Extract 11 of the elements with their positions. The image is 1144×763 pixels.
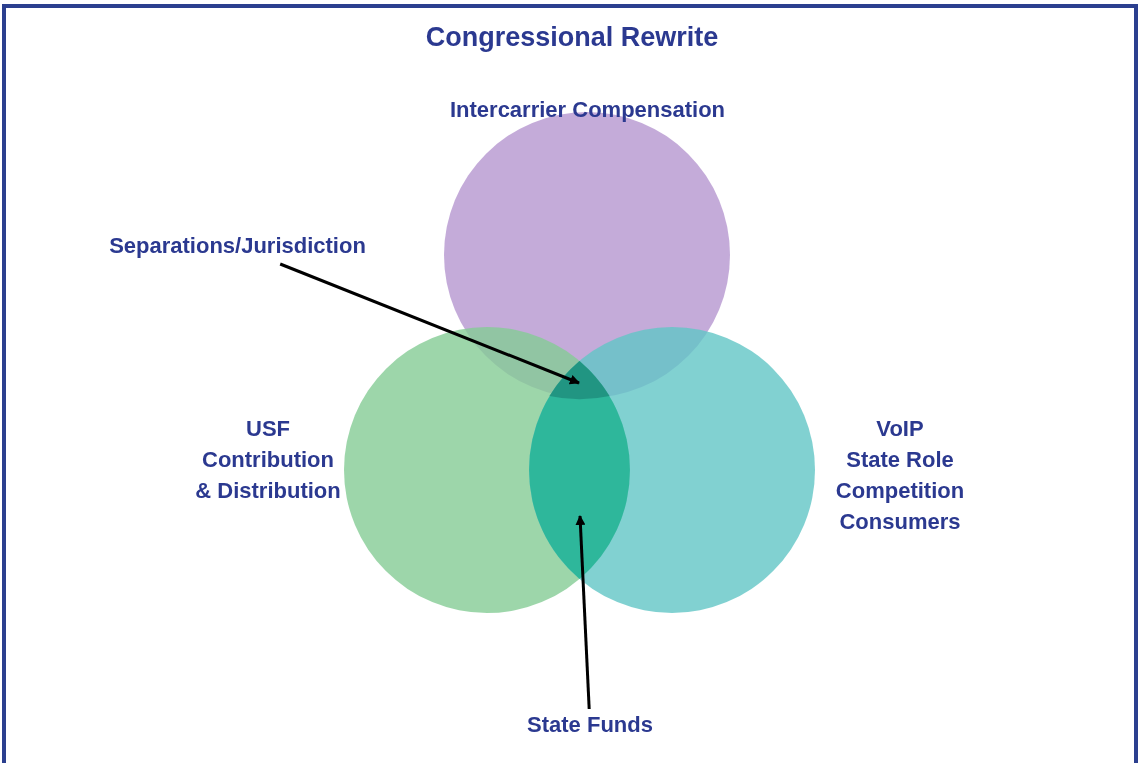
node-label: State Role (845, 446, 955, 474)
leader-arrow (575, 515, 591, 710)
node-label: State Funds (526, 711, 654, 739)
diagram-title: Congressional Rewrite (424, 22, 720, 53)
node-label: Competition (834, 477, 966, 505)
node-label: Intercarrier Compensation (448, 96, 727, 124)
node-label: VoIP (875, 415, 925, 443)
node-label: Consumers (838, 508, 962, 536)
node-label: USF Contribution & Distribution (194, 415, 342, 505)
leader-arrow (279, 262, 580, 385)
node-label: Separations/Jurisdiction (108, 232, 367, 260)
